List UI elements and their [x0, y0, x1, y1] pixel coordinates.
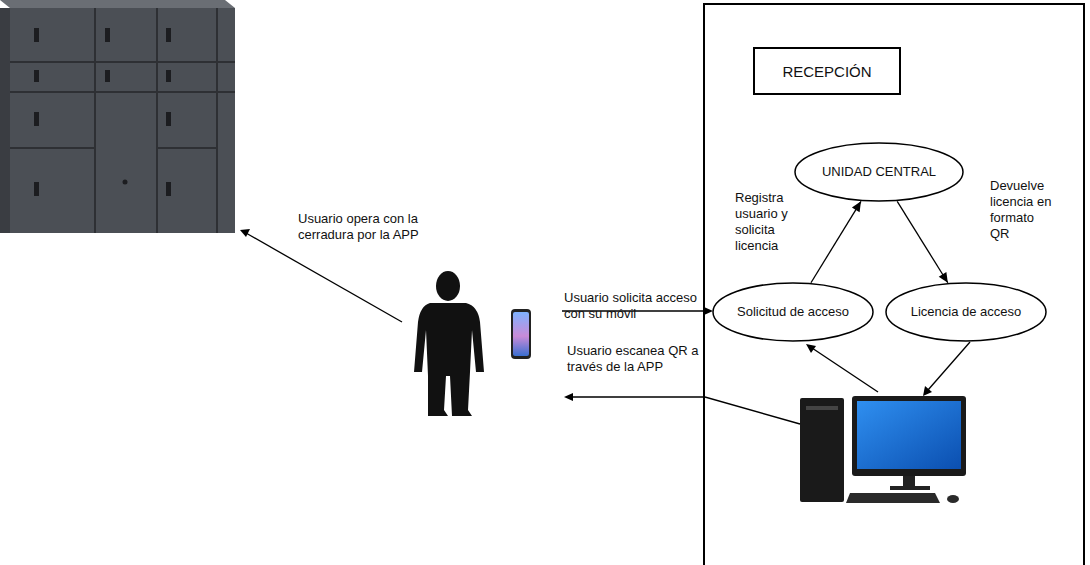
handle: [105, 70, 110, 82]
annotation-label: Usuario solicita acceso con su móvil: [564, 290, 704, 322]
handle: [166, 112, 171, 126]
mouse: [947, 495, 959, 503]
arrow-head: [240, 229, 250, 237]
leader-line: [570, 397, 800, 424]
locker-illustration: [0, 0, 235, 233]
handle: [166, 182, 171, 196]
annotation-label: Usuario escanea QR a través de la APP: [567, 343, 707, 375]
locker-top: [0, 0, 235, 8]
ellipse-shape: [886, 283, 1046, 341]
door-line: [156, 8, 158, 233]
node-text: Solicitud de acceso: [737, 304, 849, 320]
ellipse-node: UNIDAD CENTRAL: [794, 142, 964, 202]
person-head: [436, 271, 460, 301]
ellipse-shape: [795, 143, 963, 201]
handle: [34, 28, 39, 42]
handle: [34, 182, 39, 196]
frame-heading: RECEPCIÓN: [753, 47, 901, 95]
handle: [105, 28, 110, 42]
arrow-head: [704, 307, 713, 315]
monitor-frame: [852, 396, 966, 476]
computer-illustration: [800, 396, 966, 503]
door-line: [10, 91, 235, 93]
locker-handles: [34, 28, 171, 196]
flow-arrow: [811, 201, 861, 282]
handle: [123, 180, 128, 185]
arrow-head: [923, 386, 932, 396]
leader-lines: [246, 233, 970, 424]
handle: [166, 70, 171, 82]
ellipse-shape: [713, 283, 873, 341]
leader-line: [928, 342, 970, 390]
door-line: [216, 8, 218, 233]
person-body: [414, 303, 484, 416]
door-line: [157, 147, 217, 149]
annotation-label: Usuario opera con la cerradura por la AP…: [298, 211, 448, 243]
door-line: [10, 61, 235, 63]
monitor-base: [890, 486, 930, 490]
locker-side: [0, 8, 10, 233]
arrow-head: [806, 344, 816, 353]
locker-body: [0, 8, 235, 233]
ellipse-node: Solicitud de acceso: [712, 282, 874, 342]
leader-line: [812, 348, 878, 392]
leader-heads: [240, 229, 932, 401]
leader-line: [246, 233, 402, 322]
node-text: UNIDAD CENTRAL: [822, 164, 936, 180]
phone-icon: [511, 309, 531, 359]
pc-drive: [806, 406, 838, 410]
person-silhouette: [414, 271, 484, 416]
edge-label: Devuelve licencia en formato QR: [990, 178, 1052, 242]
door-line: [10, 147, 95, 149]
edge-label: Registra usuario y solicita licencia: [735, 190, 803, 254]
flow-arrow: [897, 201, 948, 282]
handle: [34, 112, 39, 126]
monitor-screen: [857, 401, 961, 469]
handle: [34, 70, 39, 82]
arrow-head: [939, 272, 948, 283]
phone-case: [511, 309, 531, 359]
pc-tower: [800, 398, 844, 502]
keyboard: [846, 493, 940, 503]
phone-screen: [513, 312, 529, 356]
arrow-head: [564, 393, 573, 401]
ellipse-node: Licencia de acceso: [885, 282, 1047, 342]
arrow-head: [852, 201, 861, 212]
locker-doors: [10, 8, 235, 233]
reception-frame: RECEPCIÓN UNIDAD CENTRAL Solicitud de acce…: [703, 3, 1085, 565]
door-line: [94, 8, 96, 233]
handle: [166, 28, 171, 42]
node-text: Licencia de acceso: [911, 304, 1022, 320]
